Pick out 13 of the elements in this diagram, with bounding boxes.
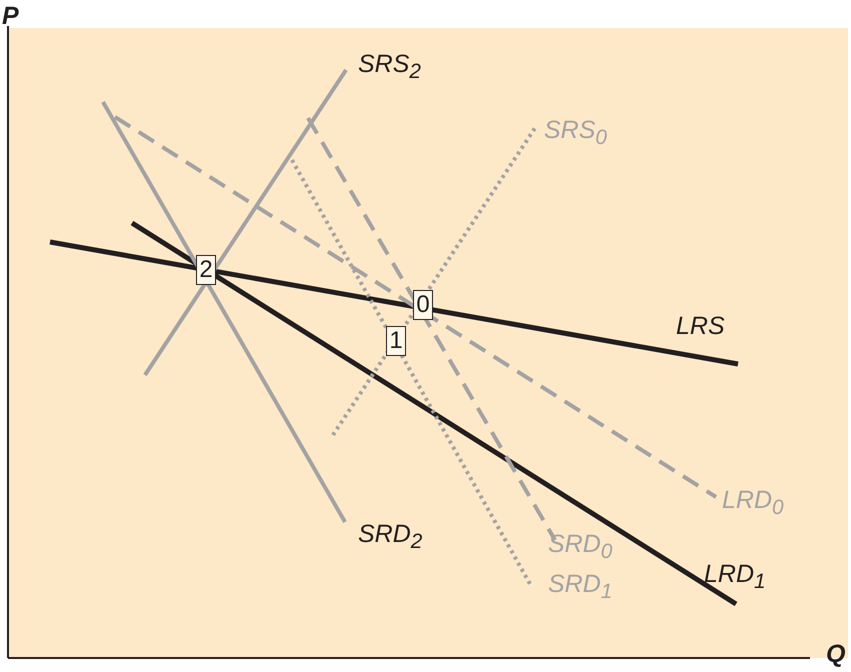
curve-label: SRD$_{2}$	[358, 522, 422, 553]
axis-label: P	[2, 4, 19, 29]
curve-label: LRS	[676, 314, 725, 339]
curve-label: SRS$_{0}$	[544, 118, 607, 149]
axis-label: Q	[826, 642, 846, 667]
point-marker: 1	[386, 326, 406, 356]
curve-label: LRD$_{1}$	[704, 562, 766, 593]
curve-label: SRS$_{2}$	[358, 52, 421, 83]
curve-label: LRD$_{0}$	[722, 488, 784, 519]
point-marker: 0	[413, 290, 433, 320]
curve-label: SRD$_{0}$	[548, 532, 612, 563]
point-marker: 2	[196, 255, 216, 285]
curve-label: SRD$_{1}$	[548, 572, 612, 603]
